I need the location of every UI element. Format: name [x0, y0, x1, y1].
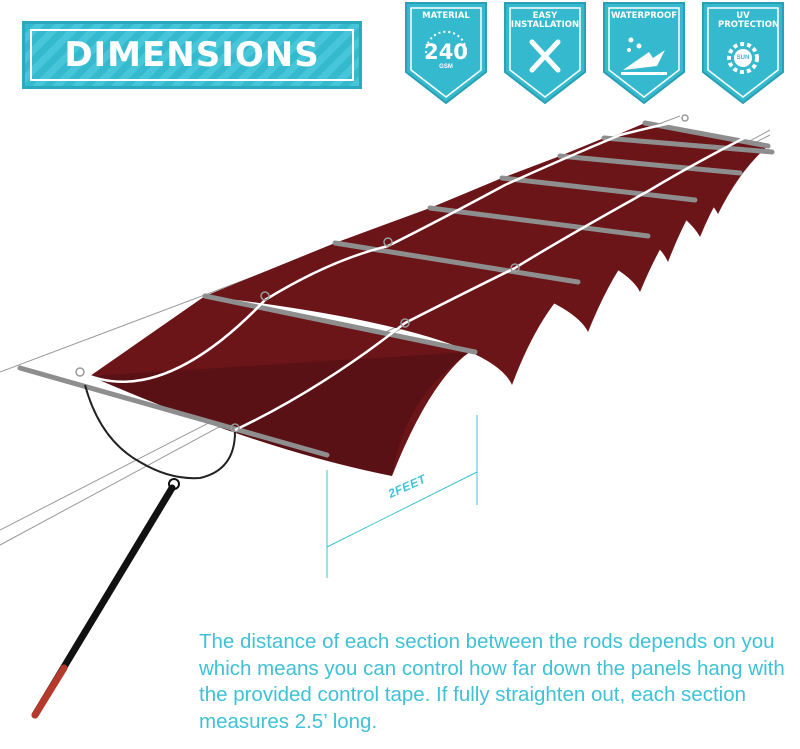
- badge-uv-protection: UV PROTECTION SUN: [700, 0, 786, 106]
- sun-icon: [727, 42, 759, 74]
- title-banner: DIMENSIONS: [22, 21, 362, 89]
- support-rods: [17, 120, 775, 458]
- badge-material-label: MATERIAL: [422, 11, 470, 21]
- page-title: DIMENSIONS: [64, 35, 320, 75]
- badge-easy-installation-label: EASY INSTALLATION: [510, 11, 580, 30]
- dimension-bracket: [326, 415, 478, 578]
- badge-waterproof-label: WATERPROOF: [610, 11, 678, 21]
- gauge-icon: 240: [424, 40, 468, 64]
- pull-cord: [84, 384, 236, 480]
- badge-easy-installation: EASY INSTALLATION: [502, 0, 588, 106]
- gsm-label: GSM: [439, 64, 453, 70]
- badge-material: MATERIAL 240 GSM: [403, 0, 489, 106]
- pull-pole: [31, 478, 180, 719]
- water-drops-icon: [621, 37, 667, 75]
- control-tapes: [79, 118, 761, 432]
- tools-icon: [529, 39, 561, 73]
- badge-uv-protection-label: UV PROTECTION: [718, 11, 780, 30]
- sun-icon-text: SUN: [736, 55, 750, 61]
- description-text: The distance of each section between the…: [199, 630, 785, 733]
- badge-waterproof: WATERPROOF: [601, 0, 687, 106]
